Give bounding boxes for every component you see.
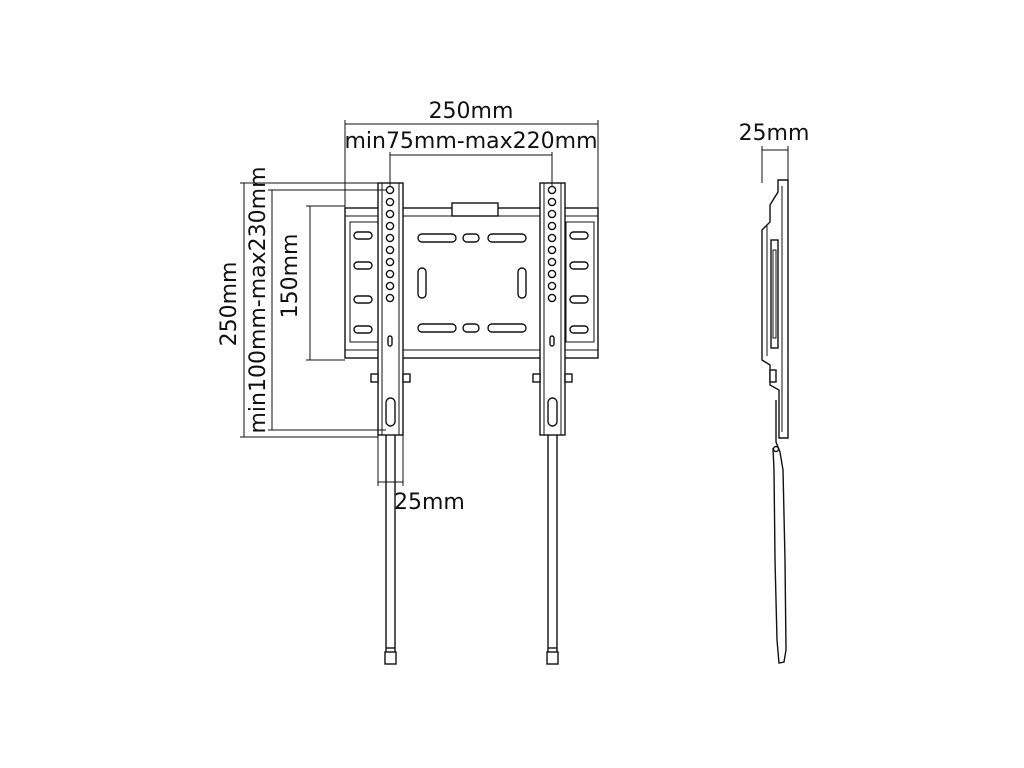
dimension-overall-width: 250mm bbox=[344, 99, 599, 208]
front-view: 250mm min75mm-max220mm 250mm min100mm-ma… bbox=[217, 99, 599, 665]
profile-depth-label: 25mm bbox=[739, 121, 810, 146]
dimension-vesa-height: min100mm-max230mm bbox=[246, 166, 386, 434]
mount-profile bbox=[761, 179, 789, 664]
wall-plate bbox=[344, 202, 599, 359]
side-view: 25mm bbox=[739, 121, 810, 664]
dimension-vesa-width: min75mm-max220mm bbox=[344, 129, 598, 186]
left-arm bbox=[370, 182, 411, 665]
right-arm bbox=[532, 182, 573, 665]
dimension-arm-width: 25mm bbox=[377, 435, 465, 515]
arm-width-label: 25mm bbox=[394, 490, 465, 515]
dimension-profile-depth: 25mm bbox=[739, 121, 810, 183]
plate-height-label: 150mm bbox=[278, 234, 303, 319]
dimension-overall-height: 250mm bbox=[217, 182, 378, 438]
vesa-width-label: min75mm-max220mm bbox=[344, 129, 597, 154]
vesa-height-label: min100mm-max230mm bbox=[246, 166, 271, 433]
dimension-plate-height: 150mm bbox=[278, 205, 345, 361]
overall-height-label: 250mm bbox=[217, 262, 242, 347]
overall-width-label: 250mm bbox=[429, 99, 514, 124]
